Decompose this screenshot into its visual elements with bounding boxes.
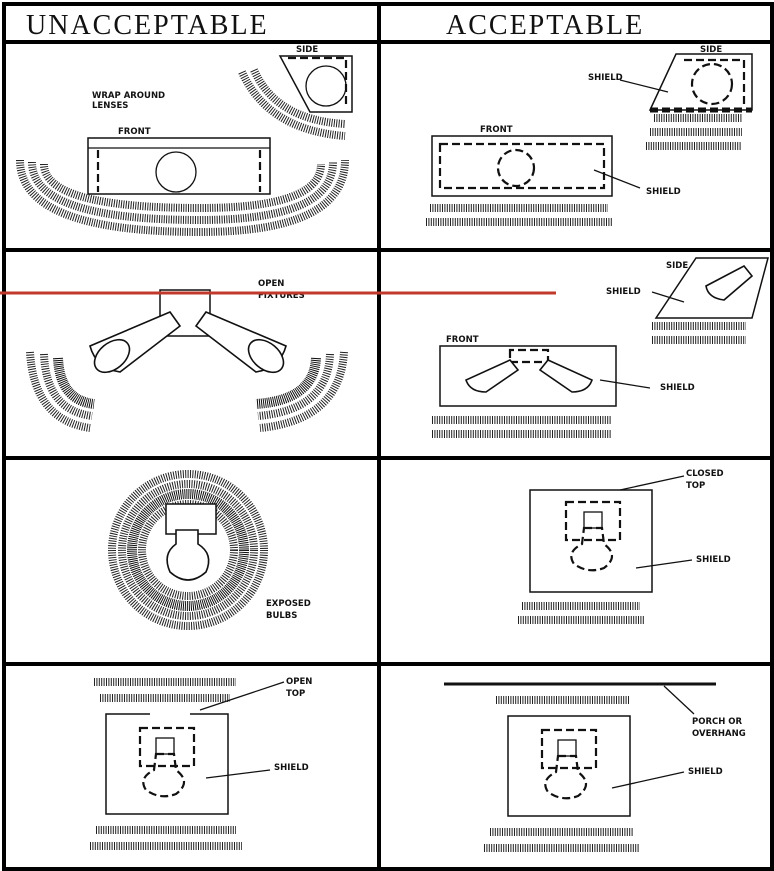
shield-label: SHIELD bbox=[696, 555, 731, 565]
acceptable-header: ACCEPTABLE bbox=[446, 10, 644, 41]
bulb-icon bbox=[496, 148, 536, 188]
bulb-icon bbox=[155, 151, 197, 193]
unacceptable-header: UNACCEPTABLE bbox=[26, 10, 269, 41]
front-label: FRONT bbox=[480, 125, 513, 135]
open-fixtures-label-2: FIXTURES bbox=[258, 291, 305, 301]
shield-label-side: SHIELD bbox=[588, 73, 623, 83]
exposed-bulbs-label-1: EXPOSED bbox=[266, 599, 311, 609]
panel-open-fixtures: OPEN FIXTURES bbox=[26, 279, 348, 432]
panel-exposed-bulbs: EXPOSED BULBS bbox=[108, 470, 311, 630]
panel-porch-overhang: PORCH OR OVERHANG SHIELD bbox=[444, 682, 746, 852]
mount-plate bbox=[165, 503, 217, 535]
open-top-label-2: TOP bbox=[286, 689, 305, 699]
porch-label-1: PORCH OR bbox=[692, 717, 743, 727]
panel-closed-top: CLOSED TOP SHIELD bbox=[518, 469, 731, 624]
side-label: SIDE bbox=[700, 45, 722, 55]
open-fixtures-label-1: OPEN bbox=[258, 279, 284, 289]
wrap-label-1: WRAP AROUND bbox=[92, 91, 165, 101]
wrap-label-2: LENSES bbox=[92, 101, 128, 111]
front-fixture bbox=[439, 345, 617, 407]
shield-label: SHIELD bbox=[688, 767, 723, 777]
panel-shielded-fixture: SIDE SHIELD FRONT SHIELD bbox=[426, 45, 753, 226]
bulb-icon bbox=[544, 754, 588, 800]
side-label: SIDE bbox=[666, 261, 688, 271]
shield-label-front: SHIELD bbox=[646, 187, 681, 197]
shield-box bbox=[507, 715, 631, 817]
bulb-icon bbox=[166, 529, 210, 581]
closed-top-label-1: CLOSED bbox=[686, 469, 724, 479]
panel-open-top: OPEN TOP SHIELD bbox=[90, 677, 312, 850]
front-label: FRONT bbox=[118, 127, 151, 137]
open-top-label-1: OPEN bbox=[286, 677, 312, 687]
front-fixture bbox=[431, 135, 613, 197]
bulb-icon bbox=[570, 526, 614, 572]
bulb-icon bbox=[142, 752, 186, 798]
exposed-bulbs-label-2: BULBS bbox=[266, 611, 297, 621]
light-rays bbox=[16, 159, 349, 237]
closed-top-label-2: TOP bbox=[686, 481, 705, 491]
side-label: SIDE bbox=[296, 45, 318, 55]
panel-shielded-floodlights: SIDE SHIELD FRONT SHIELD bbox=[432, 257, 769, 438]
shield-label: SHIELD bbox=[274, 763, 309, 773]
shield-label-front: SHIELD bbox=[660, 383, 695, 393]
side-fixture bbox=[278, 55, 353, 113]
panel-wrap-around-lenses: SIDE WRAP AROUND LENSES FRONT bbox=[16, 45, 353, 237]
porch-label-2: OVERHANG bbox=[692, 729, 746, 739]
shield-label-side: SHIELD bbox=[606, 287, 641, 297]
front-fixture bbox=[87, 137, 271, 195]
front-label: FRONT bbox=[446, 335, 479, 345]
